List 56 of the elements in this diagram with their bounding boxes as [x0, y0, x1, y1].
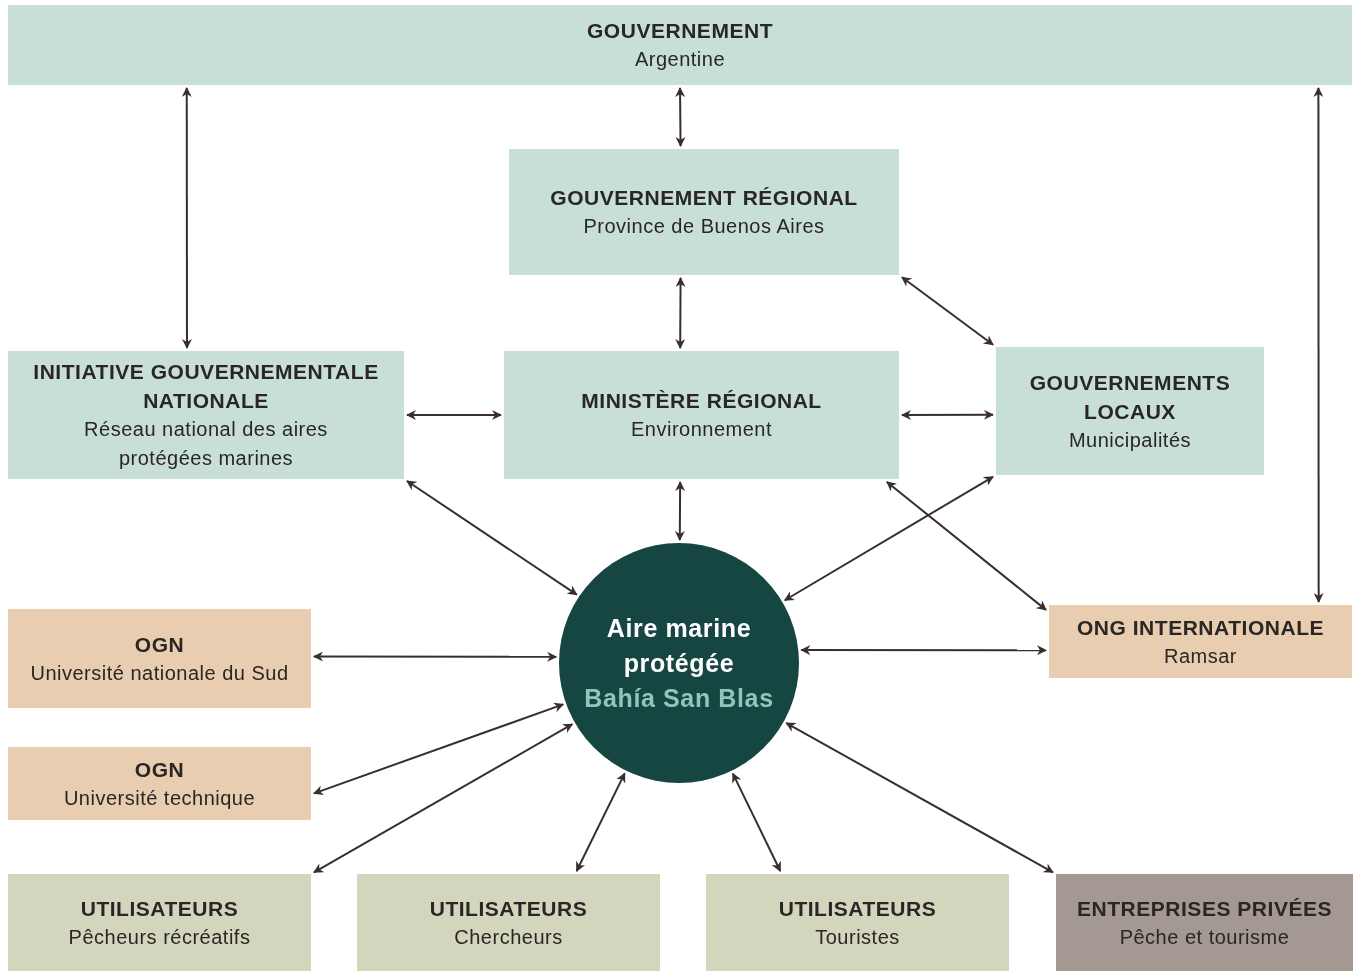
actor-heading: GOUVERNEMENT RÉGIONAL [550, 185, 858, 211]
actor-box [996, 347, 1264, 475]
double-arrow [675, 277, 686, 349]
double-arrow [785, 722, 1054, 874]
actor-box [1056, 874, 1353, 971]
actor-heading: OGN [134, 756, 185, 783]
actor-subtitle: Province de Buenos Aires [583, 214, 825, 239]
actor-heading: UTILISATEURS [429, 895, 588, 922]
actor-subtitle: Ramsar [1164, 643, 1237, 669]
actor-box [8, 351, 404, 479]
double-arrow [575, 772, 626, 872]
double-arrow [313, 723, 574, 874]
actor-heading: MINISTÈRE RÉGIONAL [581, 388, 822, 414]
actor-heading: ONG INTERNATIONALE [1076, 614, 1325, 641]
double-arrow [313, 702, 565, 796]
actor-subtitle: Environnement [631, 417, 772, 442]
double-arrow [181, 87, 192, 349]
actor-box [509, 149, 899, 275]
actor-heading: INITIATIVE GOUVERNEMENTALE NATIONALE [32, 359, 380, 414]
actor-subtitle: Pêcheurs récréatifs [68, 924, 251, 950]
double-arrow [783, 475, 994, 602]
double-arrow [406, 410, 502, 420]
actor-subtitle: Municipalités [1068, 427, 1192, 453]
actor-heading: GOUVERNEMENTS LOCAUX [1028, 369, 1232, 425]
actor-heading: OGN [134, 631, 185, 658]
actor-heading: UTILISATEURS [80, 895, 239, 922]
actor-subtitle: Université nationale du Sud [30, 660, 289, 686]
actor-box [8, 609, 311, 708]
actor-box [8, 874, 311, 971]
actor-box [357, 874, 660, 971]
double-arrow [901, 409, 994, 420]
actor-heading: ENTREPRISES PRIVÉES [1076, 895, 1332, 922]
actor-subtitle: Argentine [634, 47, 726, 72]
actor-box [8, 5, 1352, 85]
actor-box [706, 874, 1009, 971]
double-arrow [800, 645, 1047, 656]
double-arrow [674, 481, 686, 541]
double-arrow [901, 276, 994, 346]
double-arrow [406, 480, 578, 596]
actor-heading: Aire marine protégée [605, 612, 753, 679]
double-arrow [885, 481, 1047, 611]
double-arrow [731, 772, 782, 872]
actor-subtitle: Université technique [63, 785, 256, 811]
actor-subtitle: Touristes [815, 924, 900, 950]
actor-subtitle: Bahía San Blas [584, 682, 774, 714]
double-arrow [313, 651, 558, 662]
double-arrow [675, 87, 686, 147]
actor-heading: UTILISATEURS [778, 895, 937, 922]
actor-box [504, 351, 899, 479]
actor-subtitle: Chercheurs [454, 924, 563, 950]
actor-subtitle: Réseau national des aires protégées marines [83, 417, 329, 471]
actor-heading: GOUVERNEMENT [587, 18, 773, 44]
double-arrow [1313, 87, 1324, 603]
actor-box [1049, 605, 1352, 678]
actor-box [8, 747, 311, 820]
actor-subtitle: Pêche et tourisme [1119, 924, 1290, 950]
